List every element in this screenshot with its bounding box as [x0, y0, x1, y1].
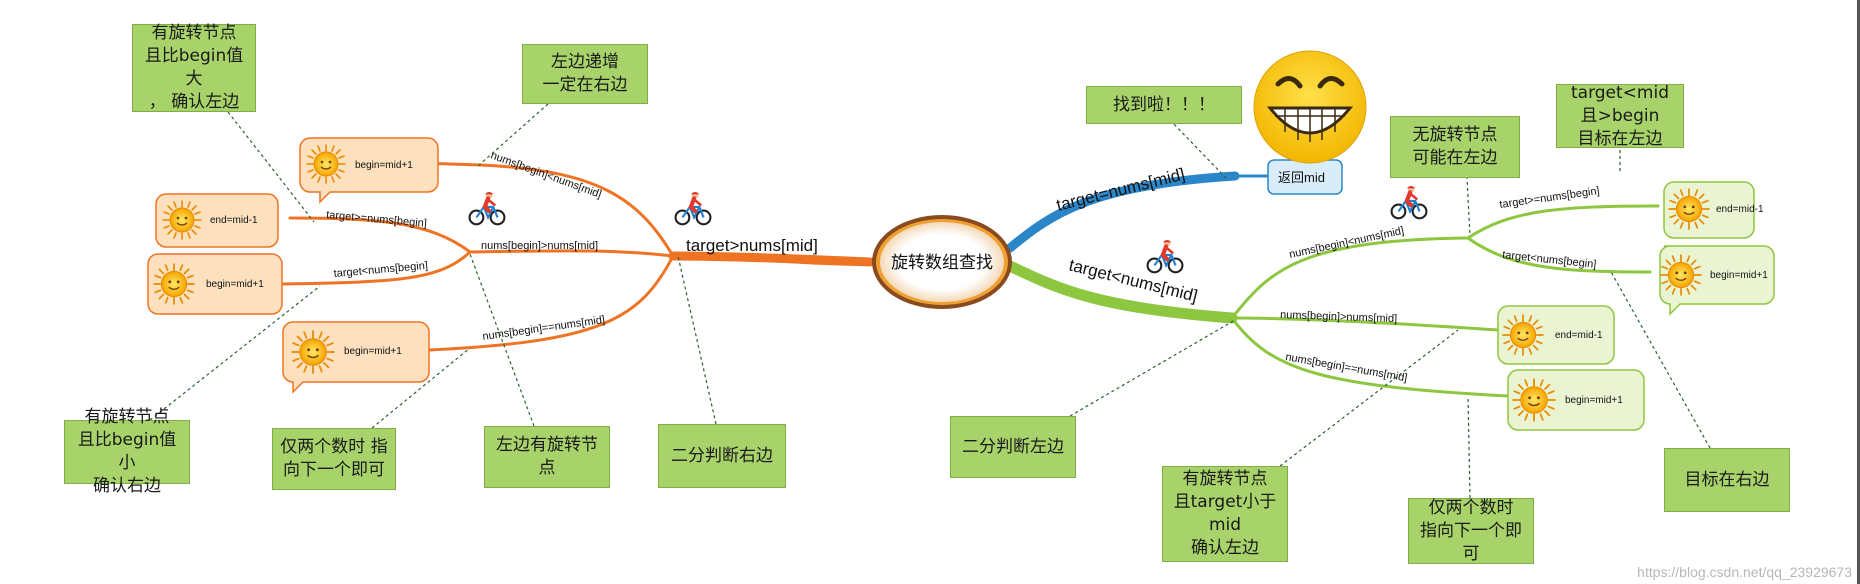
callout-right-c2: begin=mid+1: [1659, 245, 1775, 316]
right-edge-b3: [1230, 316, 1510, 398]
note-n3: 有旋转节点 且比begin值小 确认右边: [64, 407, 190, 496]
branch-right-search-line: [668, 251, 875, 267]
callout-right-c3: end=mid-1: [1497, 305, 1615, 365]
watermark: https://blog.csdn.net/qq_23929673: [1637, 564, 1852, 580]
note-found: 找到啦！！！: [1086, 86, 1242, 124]
callout-right-c1: end=mid-1: [1663, 181, 1764, 239]
callout-right-c2-text: begin=mid+1: [1710, 270, 1768, 281]
grinning-face-icon: [1253, 50, 1367, 164]
main-label-right-search: target>nums[mid]: [686, 236, 818, 255]
left-edge-b2: [468, 249, 675, 258]
callout-left-c3-text: begin=mid+1: [206, 279, 264, 290]
note-n6: 二分判断右边: [658, 424, 786, 488]
sun-icon: [306, 144, 346, 184]
right-edge-b1a: [1466, 204, 1660, 240]
callout-right-c4-text: begin=mid+1: [1565, 395, 1623, 406]
left-label-b2a: target>=nums[begin]: [326, 209, 428, 230]
main-label-found: target=nums[mid]: [1054, 165, 1186, 215]
callout-right-c3-text: end=mid-1: [1555, 330, 1603, 341]
cyclist-icon: [470, 192, 505, 224]
sun-icon: [1668, 188, 1710, 230]
callout-right-c4: begin=mid+1: [1507, 369, 1645, 431]
callout-right-c1-text: end=mid-1: [1716, 204, 1764, 215]
note-n4: 仅两个数时 指 向下一个即可: [272, 428, 396, 490]
center-node: 旋转数组查找: [872, 215, 1012, 309]
branch-found-line: [1005, 171, 1240, 253]
right-subtree: [1230, 204, 1660, 398]
right-edge-b2: [1230, 316, 1500, 332]
callout-left-c1: begin=mid+1: [299, 137, 439, 204]
callout-left-c2-text: end=mid-1: [210, 215, 258, 226]
callout-found: 返回mid: [1267, 159, 1343, 195]
center-node-label: 旋转数组查找: [891, 253, 993, 273]
note-n8: target<mid 且>begin 目标在左边: [1556, 83, 1684, 149]
sun-icon: [1660, 254, 1702, 296]
sun-icon: [291, 330, 335, 374]
note-connectors: [149, 103, 1711, 499]
sun-icon: [1502, 314, 1544, 356]
right-edge-b1: [1230, 236, 1470, 320]
left-edge-b2a: [288, 216, 472, 254]
right-label-b2: nums[begin]>nums[mid]: [1280, 309, 1397, 325]
left-edge-b2b: [281, 250, 472, 286]
left-subtree: [281, 161, 675, 352]
left-label-b1: nums[begin]<nums[mid]: [489, 150, 603, 201]
cyclist-icon: [1392, 186, 1427, 218]
note-n2: 左边递增 一定在右边: [522, 44, 648, 104]
callout-left-c2: end=mid-1: [155, 193, 279, 248]
note-n9: 二分判断左边: [950, 416, 1076, 478]
note-n5: 左边有旋转节 点: [484, 426, 610, 488]
sun-icon: [162, 200, 202, 240]
cyclist-icon: [676, 192, 711, 224]
note-n7: 无旋转节点 可能在左边: [1390, 116, 1520, 178]
note-n11: 仅两个数时 指向下一个即 可: [1408, 498, 1534, 564]
left-edge-b1: [478, 163, 675, 258]
callout-left-c4-text: begin=mid+1: [344, 346, 402, 357]
window-edge: [1857, 0, 1860, 584]
note-n10: 有旋转节点 且target小于 mid 确认左边: [1162, 466, 1288, 562]
left-edge-b3: [426, 254, 675, 352]
sun-icon: [1512, 378, 1556, 422]
callout-left-c3: begin=mid+1: [147, 253, 283, 315]
branch-left-search-line: [1004, 260, 1238, 324]
callout-left-c1-text: begin=mid+1: [355, 160, 413, 171]
note-n12: 目标在右边: [1664, 448, 1790, 512]
callout-left-c4: begin=mid+1: [282, 321, 430, 394]
callout-found-text: 返回mid: [1278, 170, 1325, 185]
left-label-b2: nums[begin]>nums[mid]: [481, 240, 598, 252]
note-n1: 有旋转节点 且比begin值大 ， 确认左边: [132, 23, 256, 112]
cyclist-icon: [1148, 240, 1183, 272]
sun-icon: [153, 263, 195, 305]
right-edge-b1b: [1466, 236, 1652, 274]
